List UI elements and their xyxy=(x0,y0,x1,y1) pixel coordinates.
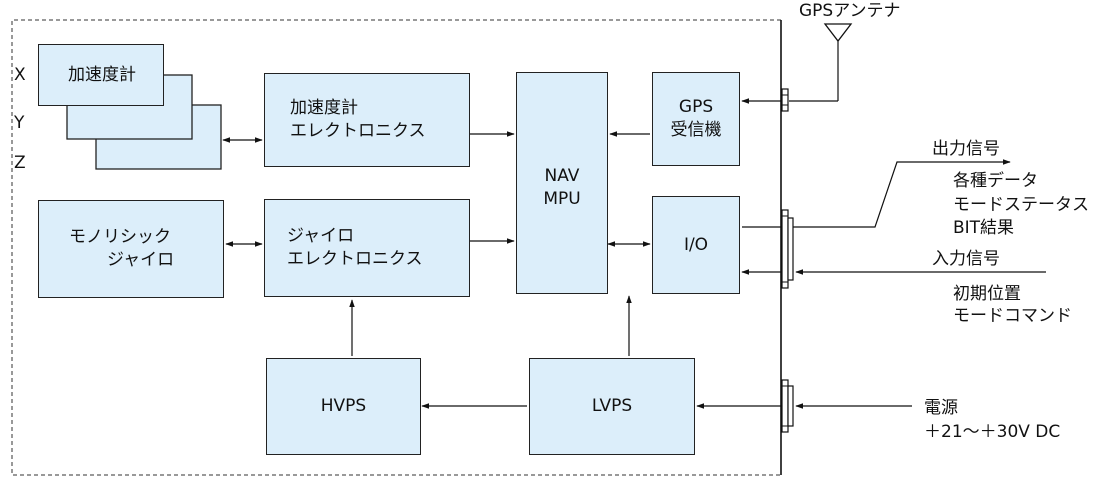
monolithic-gyro-line2: ジャイロ xyxy=(107,250,175,270)
io-connector xyxy=(781,209,794,289)
accel-electronics-line2: エレクトロニクス xyxy=(290,121,426,141)
io-block: I/O xyxy=(652,196,740,294)
input-signal-label: 入力信号 xyxy=(932,249,1000,269)
power-connector xyxy=(781,379,794,433)
accelerometer-label: 加速度計 xyxy=(68,64,136,85)
output-signal-label: 出力信号 xyxy=(932,139,1000,159)
power-range-label: ＋21～＋30V DC xyxy=(924,422,1061,442)
monolithic-gyro-block: モノリシック ジャイロ xyxy=(38,200,224,298)
axis-z-label: Z xyxy=(14,153,26,173)
axis-x-label: X xyxy=(14,65,26,85)
lvps-label: LVPS xyxy=(591,396,633,416)
gps-receiver-line1: GPS xyxy=(678,97,714,117)
gps-receiver-line2: 受信機 xyxy=(670,120,722,140)
output-item-data: 各種データ xyxy=(953,171,1038,191)
gps-antenna-symbol xyxy=(789,23,853,102)
nav-mpu-line2: MPU xyxy=(543,189,581,209)
output-signal-line xyxy=(793,159,1011,228)
monolithic-gyro-line1: モノリシック xyxy=(69,227,171,247)
lvps-block: LVPS xyxy=(529,358,695,455)
hvps-label: HVPS xyxy=(320,396,367,416)
axis-y-label: Y xyxy=(14,113,25,133)
input-item-mode-command: モードコマンド xyxy=(953,306,1072,326)
unit-enclosure xyxy=(11,19,782,476)
hvps-block: HVPS xyxy=(266,358,421,455)
nav-mpu-block: NAV MPU xyxy=(516,72,608,294)
output-item-mode-status: モードステータス xyxy=(953,195,1089,215)
gps-antenna-label: GPSアンテナ xyxy=(799,1,901,21)
accel-electronics-line1: 加速度計 xyxy=(290,98,358,118)
gps-receiver-block: GPS 受信機 xyxy=(652,72,740,166)
power-label: 電源 xyxy=(924,398,958,418)
accelerometer-block: 加速度計 xyxy=(38,44,164,106)
gps-connector xyxy=(781,88,789,112)
input-item-initial-position: 初期位置 xyxy=(953,284,1021,304)
io-label: I/O xyxy=(683,234,709,255)
accel-electronics-block: 加速度計 エレクトロニクス xyxy=(264,73,470,167)
gyro-electronics-line2: エレクトロニクス xyxy=(287,249,423,269)
output-item-bit-result: BIT結果 xyxy=(953,218,1015,238)
gyro-electronics-line1: ジャイロ xyxy=(287,226,355,246)
nav-mpu-line1: NAV xyxy=(544,166,580,186)
gyro-electronics-block: ジャイロ エレクトロニクス xyxy=(264,199,470,297)
